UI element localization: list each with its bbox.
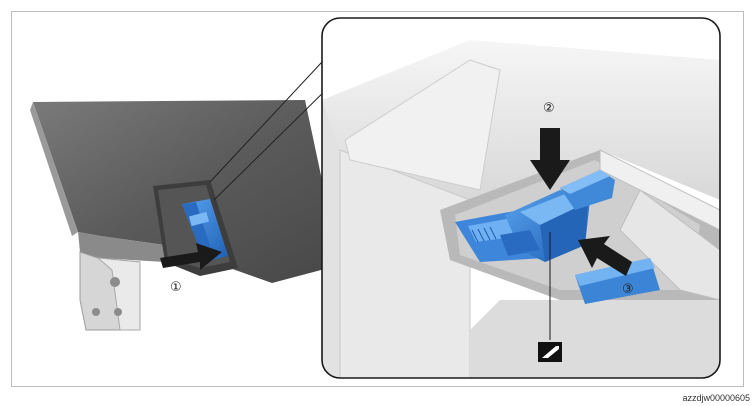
connector-clip-detail: [455, 170, 660, 304]
housing-side-face: [78, 232, 165, 262]
callout-step-3: ③: [622, 282, 634, 297]
metal-bracket: [79, 251, 141, 331]
housing-overview: ①: [30, 61, 340, 331]
reference-code: azzdjw00000605: [682, 393, 750, 403]
push-arrow-3: [578, 236, 632, 276]
push-arrow-2: [530, 128, 570, 190]
push-arrow-1: [160, 243, 222, 270]
inset-housing-body: [339, 149, 471, 378]
callout-step-2: ②: [543, 101, 555, 116]
inset-border: [321, 17, 721, 379]
leader-line-upper: [209, 61, 323, 183]
detail-inset: ② ③: [321, 17, 721, 379]
tool-symbol-icon: [538, 342, 562, 362]
callout-step-1: ①: [170, 280, 182, 295]
housing-edge: [30, 102, 78, 236]
leader-line-lower: [213, 79, 337, 201]
